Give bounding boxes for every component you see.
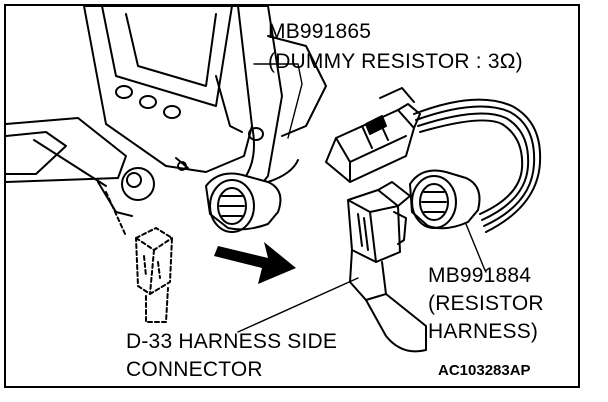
dummy-resistor [325, 87, 421, 183]
leader-lines [237, 63, 487, 333]
vehicle-connector [205, 159, 299, 233]
resistor-harness-part-number: MB991884 [428, 264, 532, 287]
harness-side-connector [347, 181, 427, 353]
figure-frame: MB991865 (DUMMY RESISTOR : 3Ω) MB991884 … [4, 4, 580, 388]
harness-connector-label-line2: CONNECTOR [126, 358, 263, 381]
insert-arrow [214, 242, 296, 284]
mounting-bracket [83, 6, 264, 173]
resistor-harness-description-line1: (RESISTOR [428, 292, 544, 315]
connector-illustration [6, 6, 542, 353]
harness-connector-label-line1: D-33 HARNESS SIDE [126, 330, 338, 353]
removed-connector [105, 191, 173, 323]
resistor-harness-wires [413, 98, 542, 233]
left-rail [6, 117, 189, 217]
figure-code: AC103283AP [438, 362, 531, 379]
resistor-harness-description-line2: HARNESS) [428, 320, 539, 343]
dummy-resistor-part-number: MB991865 [268, 20, 372, 43]
dummy-resistor-description: (DUMMY RESISTOR : 3Ω) [268, 50, 523, 73]
resistor-harness-connector [409, 169, 481, 230]
